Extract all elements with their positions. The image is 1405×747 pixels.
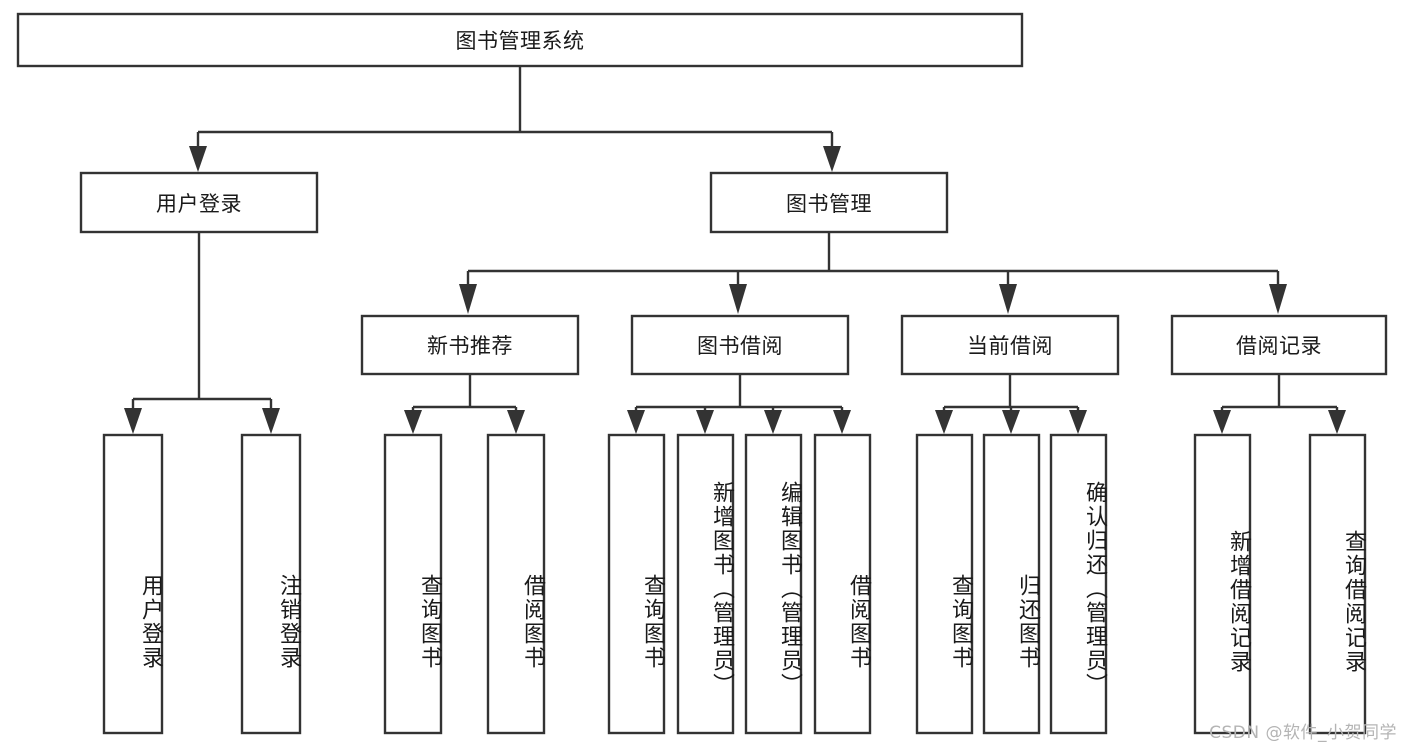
node-box-root[interactable] xyxy=(16,12,1024,68)
node-box-leaf-edit-book[interactable] xyxy=(744,433,803,735)
node-box-current-borrow[interactable] xyxy=(900,314,1120,376)
node-box-leaf-borrow-book-2[interactable] xyxy=(813,433,872,735)
arrow-head-current-borrow xyxy=(999,284,1017,314)
arrow-head-book-borrow xyxy=(729,284,747,314)
arrow-head-leaf-borrow-book-2 xyxy=(833,410,851,434)
node-box-leaf-return-book[interactable] xyxy=(982,433,1041,735)
node-box-leaf-query-book-2[interactable] xyxy=(607,433,666,735)
node-box-leaf-add-book[interactable] xyxy=(676,433,735,735)
arrow-head-leaf-query-record xyxy=(1328,410,1346,434)
arrow-head-leaf-borrow-book-1 xyxy=(507,410,525,434)
arrow-head-leaf-add-record xyxy=(1213,410,1231,434)
arrow-head-user-login xyxy=(189,146,207,172)
node-box-new-book-recommend[interactable] xyxy=(360,314,580,376)
arrow-head-book-management xyxy=(823,146,841,172)
arrow-head-leaf-return-book xyxy=(1002,410,1020,434)
node-box-leaf-add-record[interactable] xyxy=(1193,433,1252,735)
arrow-head-leaf-user-logout xyxy=(262,408,280,434)
node-box-borrow-record[interactable] xyxy=(1170,314,1388,376)
node-box-leaf-borrow-book-1[interactable] xyxy=(486,433,546,735)
node-box-leaf-query-record[interactable] xyxy=(1308,433,1367,735)
node-box-leaf-user-login[interactable] xyxy=(102,433,164,735)
node-box-leaf-confirm-return[interactable] xyxy=(1049,433,1108,735)
arrow-head-leaf-query-book-1 xyxy=(404,410,422,434)
arrow-head-new-book-recommend xyxy=(459,284,477,314)
arrow-head-leaf-user-login xyxy=(124,408,142,434)
arrow-head-leaf-edit-book xyxy=(764,410,782,434)
node-box-book-borrow[interactable] xyxy=(630,314,850,376)
node-box-leaf-query-book-3[interactable] xyxy=(915,433,974,735)
node-box-leaf-user-logout[interactable] xyxy=(240,433,302,735)
arrow-head-leaf-confirm-return xyxy=(1069,410,1087,434)
node-box-user-login[interactable] xyxy=(79,171,319,234)
arrow-head-borrow-record xyxy=(1269,284,1287,314)
arrow-head-leaf-query-book-3 xyxy=(935,410,953,434)
arrow-head-leaf-query-book-2 xyxy=(627,410,645,434)
arrow-head-leaf-add-book xyxy=(696,410,714,434)
node-box-book-management[interactable] xyxy=(709,171,949,234)
node-box-leaf-query-book-1[interactable] xyxy=(383,433,443,735)
